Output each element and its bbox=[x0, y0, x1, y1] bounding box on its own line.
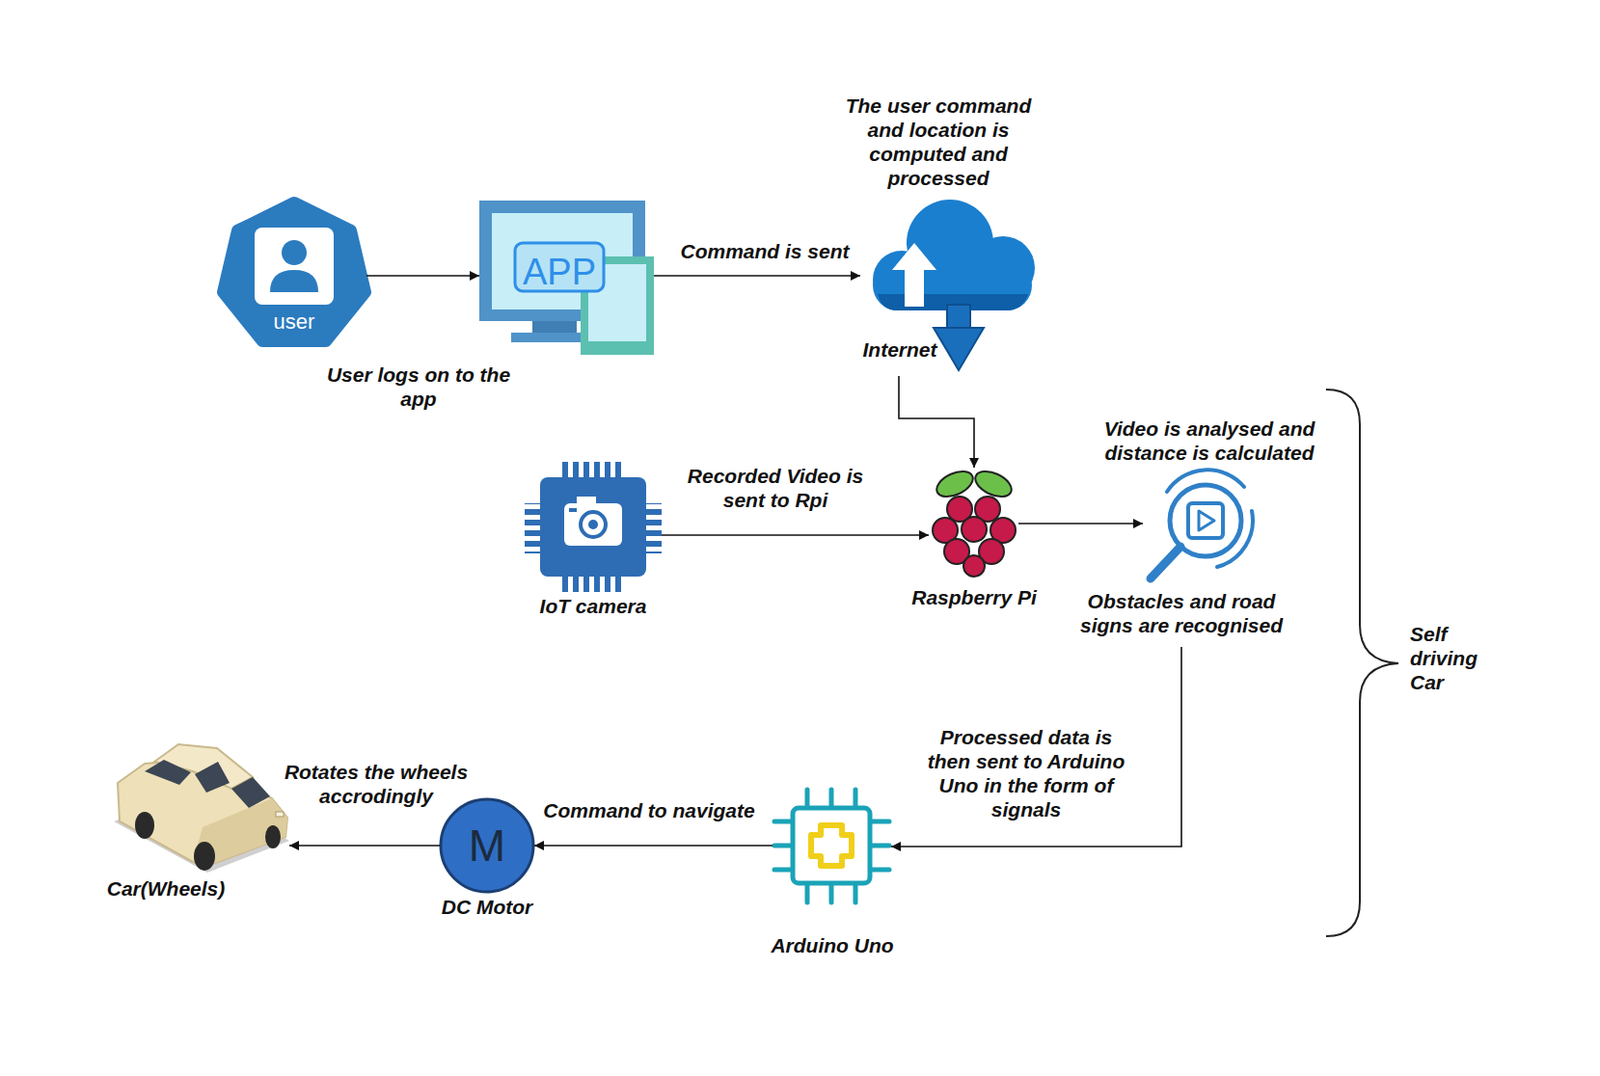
node-label: Obstacles and road signs are recognised bbox=[1068, 589, 1296, 638]
video-analysis-icon bbox=[1150, 469, 1253, 579]
bracket-label: Self driving Car bbox=[1410, 622, 1497, 695]
edge-label: Recorded Video is sent to Rpi bbox=[674, 463, 877, 513]
motor-symbol-letter: M bbox=[458, 819, 516, 872]
node-label: Video is analysed and distance is calcul… bbox=[1093, 416, 1326, 465]
connector-arrow bbox=[661, 534, 929, 537]
car-illustration bbox=[113, 744, 290, 873]
iot-camera-chip bbox=[524, 461, 662, 593]
motor-circle bbox=[440, 799, 534, 893]
node-label: IoT camera bbox=[520, 594, 666, 619]
node-label: Internet bbox=[856, 337, 944, 362]
connector-arrow bbox=[1018, 522, 1143, 525]
camera-node: IoT camera bbox=[524, 461, 662, 593]
user-icon bbox=[222, 202, 366, 342]
connector-arrow bbox=[289, 844, 440, 847]
curly-bracket bbox=[1326, 389, 1399, 937]
edge-label: Processed data is then sent to Arduino U… bbox=[918, 725, 1136, 822]
edge-label: User logs on to the app bbox=[315, 362, 523, 411]
node-label: Arduino Uno bbox=[759, 933, 905, 958]
connector-arrow bbox=[366, 274, 480, 277]
connector-arrow bbox=[898, 376, 975, 468]
node-label: user bbox=[255, 309, 333, 334]
node-label: Car(Wheels) bbox=[93, 876, 239, 901]
arduino-chip bbox=[774, 789, 890, 903]
raspberry-pi-logo bbox=[932, 466, 1016, 577]
node-label: Raspberry Pi bbox=[892, 585, 1057, 610]
node-label: APP bbox=[515, 252, 603, 292]
node-label: The user command and location is compute… bbox=[835, 93, 1043, 190]
analysis-node: Video is analysed and distance is calcul… bbox=[1142, 474, 1255, 584]
edge-label: Command to navigate bbox=[533, 798, 765, 823]
edge-label: Command is sent bbox=[658, 239, 871, 264]
connector-arrow bbox=[653, 274, 861, 277]
app-monitor-icon bbox=[479, 200, 654, 355]
connector-arrow bbox=[534, 844, 773, 847]
connector-arrow bbox=[891, 647, 1182, 847]
edge-label: Rotates the wheels accrodingly bbox=[279, 759, 473, 809]
arduino-node: Arduino Uno bbox=[772, 787, 892, 905]
car-node: Car(Wheels) bbox=[111, 744, 290, 873]
raspberry-pi-node: Raspberry Pi bbox=[928, 467, 1019, 577]
app-node: APP bbox=[479, 200, 654, 355]
motor-node: MDC Motor bbox=[439, 798, 535, 894]
node-label: DC Motor bbox=[424, 894, 550, 920]
user-node: user bbox=[221, 202, 367, 350]
cloud-node: The user command and location is compute… bbox=[860, 197, 1036, 373]
